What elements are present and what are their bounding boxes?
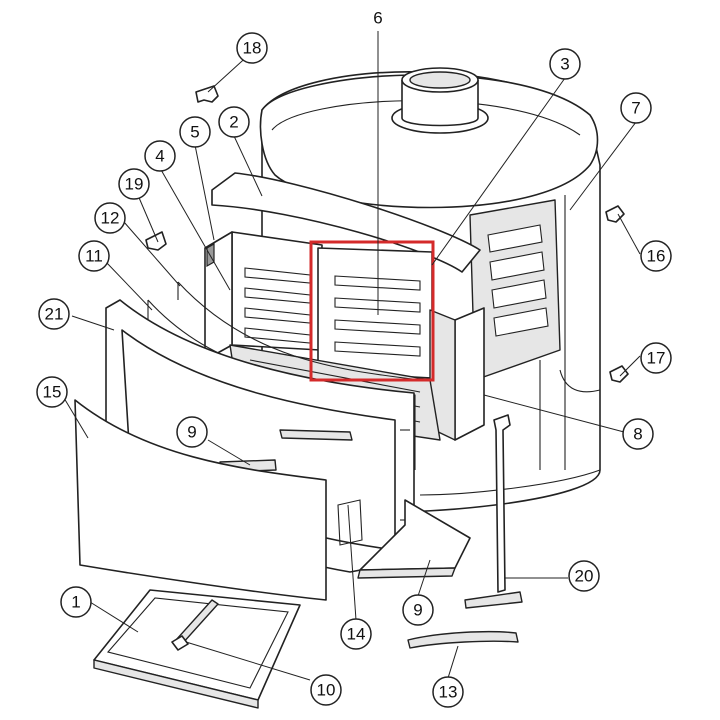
- baffle-plate: [211, 172, 481, 273]
- callout-19: 19: [118, 168, 150, 200]
- firebox-interior: [469, 199, 561, 381]
- svg-text:16: 16: [647, 247, 666, 266]
- svg-text:2: 2: [229, 113, 238, 132]
- callout-9-lower: 9: [402, 594, 434, 626]
- svg-text:21: 21: [45, 305, 64, 324]
- callout-12: 12: [94, 202, 126, 234]
- clip-part-19: [145, 231, 167, 251]
- leader-lines: [63, 30, 641, 681]
- callout-5: 5: [179, 116, 211, 148]
- svg-text:14: 14: [347, 625, 366, 644]
- svg-text:10: 10: [317, 681, 336, 700]
- svg-text:8: 8: [633, 425, 642, 444]
- callout-17: 17: [640, 342, 672, 374]
- callout-20: 20: [568, 560, 600, 592]
- callout-8: 8: [622, 418, 654, 450]
- door-glass-part-15: [74, 399, 327, 601]
- ash-lip-part-9-lower: [357, 499, 471, 579]
- svg-text:7: 7: [631, 99, 640, 118]
- clip-part-17: [609, 365, 629, 383]
- svg-text:3: 3: [560, 55, 569, 74]
- svg-text:20: 20: [575, 567, 594, 586]
- callout-11: 11: [78, 240, 110, 272]
- callout-15: 15: [36, 376, 68, 408]
- callout-9-upper: 9: [176, 416, 208, 448]
- side-firebrick-right: [429, 307, 485, 441]
- svg-text:15: 15: [43, 383, 62, 402]
- callout-13: 13: [432, 676, 464, 708]
- callout-1: 1: [60, 586, 92, 618]
- callout-7: 7: [620, 92, 652, 124]
- callout-21: 21: [38, 298, 70, 330]
- callout-18: 18: [236, 32, 268, 64]
- svg-text:6: 6: [373, 9, 382, 28]
- clip-part-18: [195, 85, 219, 103]
- callout-3: 3: [549, 48, 581, 80]
- side-firebrick-left: [204, 231, 233, 361]
- riddling-rod-part-20: [464, 414, 523, 609]
- callout-10: 10: [310, 674, 342, 706]
- svg-text:12: 12: [101, 209, 120, 228]
- callout-2: 2: [218, 106, 250, 138]
- door-handle-part-13: [407, 630, 519, 649]
- highlight-box: [309, 240, 435, 382]
- svg-text:9: 9: [187, 423, 196, 442]
- svg-text:4: 4: [155, 147, 164, 166]
- rear-firebrick-left: [231, 231, 323, 351]
- glass-gasket-part-12: [177, 281, 421, 381]
- svg-text:9: 9: [413, 601, 422, 620]
- callout-6: 6: [365, 5, 391, 31]
- svg-text:17: 17: [647, 349, 666, 368]
- svg-text:19: 19: [125, 175, 144, 194]
- callout-4: 4: [144, 140, 176, 172]
- svg-text:18: 18: [243, 39, 262, 58]
- ash-pan-part-1: [93, 589, 301, 709]
- svg-text:1: 1: [71, 593, 80, 612]
- flue-collar: [391, 67, 489, 134]
- svg-text:11: 11: [85, 247, 103, 266]
- rear-firebrick-part-6: [317, 247, 433, 379]
- svg-text:5: 5: [190, 123, 199, 142]
- svg-text:13: 13: [439, 683, 458, 702]
- ash-pan-tool-part-10: [171, 599, 219, 651]
- callout-14: 14: [340, 618, 372, 650]
- callout-16: 16: [640, 240, 672, 272]
